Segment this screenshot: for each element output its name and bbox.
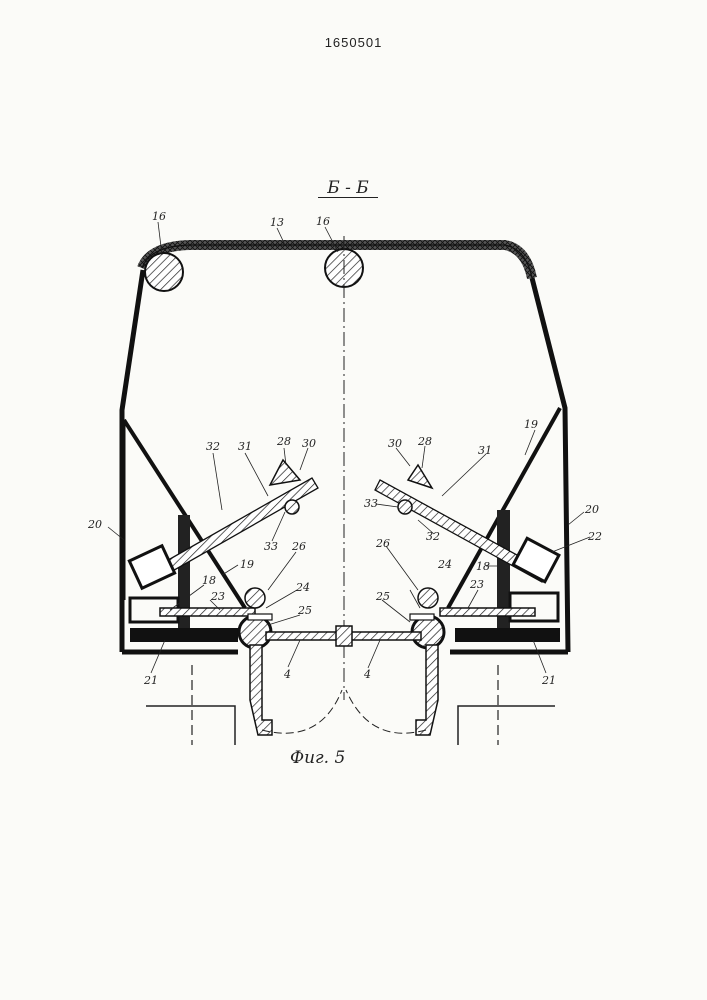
label-16-center: 16: [316, 215, 330, 228]
label-18-right: 18: [476, 560, 490, 573]
left-platform: [146, 665, 235, 745]
label-16-left: 16: [152, 210, 166, 223]
right-side-wall: [532, 278, 568, 652]
label-18-left: 18: [202, 574, 216, 587]
label-19-right: 19: [524, 418, 538, 431]
label-26-left: 26: [291, 540, 306, 553]
right-lower-mechanism: [410, 588, 560, 648]
label-32-left: 32: [206, 440, 220, 453]
label-24-right: 24: [437, 558, 452, 571]
label-4-right: 4: [363, 668, 371, 681]
label-21-right: 21: [541, 674, 556, 687]
left-lower-mechanism: [130, 588, 272, 648]
label-33-left: 33: [264, 540, 278, 553]
label-30-right: 30: [388, 437, 402, 450]
label-28-right: 28: [417, 435, 432, 448]
label-20-right: 20: [584, 503, 599, 516]
label-31-left: 31: [238, 440, 252, 453]
label-21-left: 21: [143, 674, 158, 687]
label-4-left: 4: [283, 668, 291, 681]
right-platform: [458, 665, 555, 745]
label-25-right: 25: [375, 590, 390, 603]
label-25-left: 25: [297, 604, 312, 617]
right-mirror-arm: [375, 465, 559, 582]
label-22: 22: [587, 530, 602, 543]
left-roof-rod: [145, 253, 183, 291]
label-19-left: 19: [240, 558, 254, 571]
label-26-right: 26: [375, 537, 390, 550]
left-door-leaf: [250, 645, 342, 735]
figure-caption: Фиг. 5: [290, 748, 345, 768]
label-23-right: 23: [469, 578, 484, 591]
label-32-right: 32: [426, 530, 440, 543]
right-door-leaf: [346, 645, 438, 735]
label-20-left: 20: [87, 518, 102, 531]
left-mirror-arm: [129, 460, 318, 588]
label-31-right: 31: [478, 444, 492, 457]
label-33-right: 33: [364, 497, 378, 510]
label-30-left: 30: [302, 437, 316, 450]
label-24-left: 24: [295, 581, 310, 594]
label-23-left: 23: [210, 590, 225, 603]
floor-plates: [266, 626, 421, 646]
label-28-left: 28: [276, 435, 291, 448]
right-brace: [448, 408, 560, 630]
label-13: 13: [270, 216, 284, 229]
